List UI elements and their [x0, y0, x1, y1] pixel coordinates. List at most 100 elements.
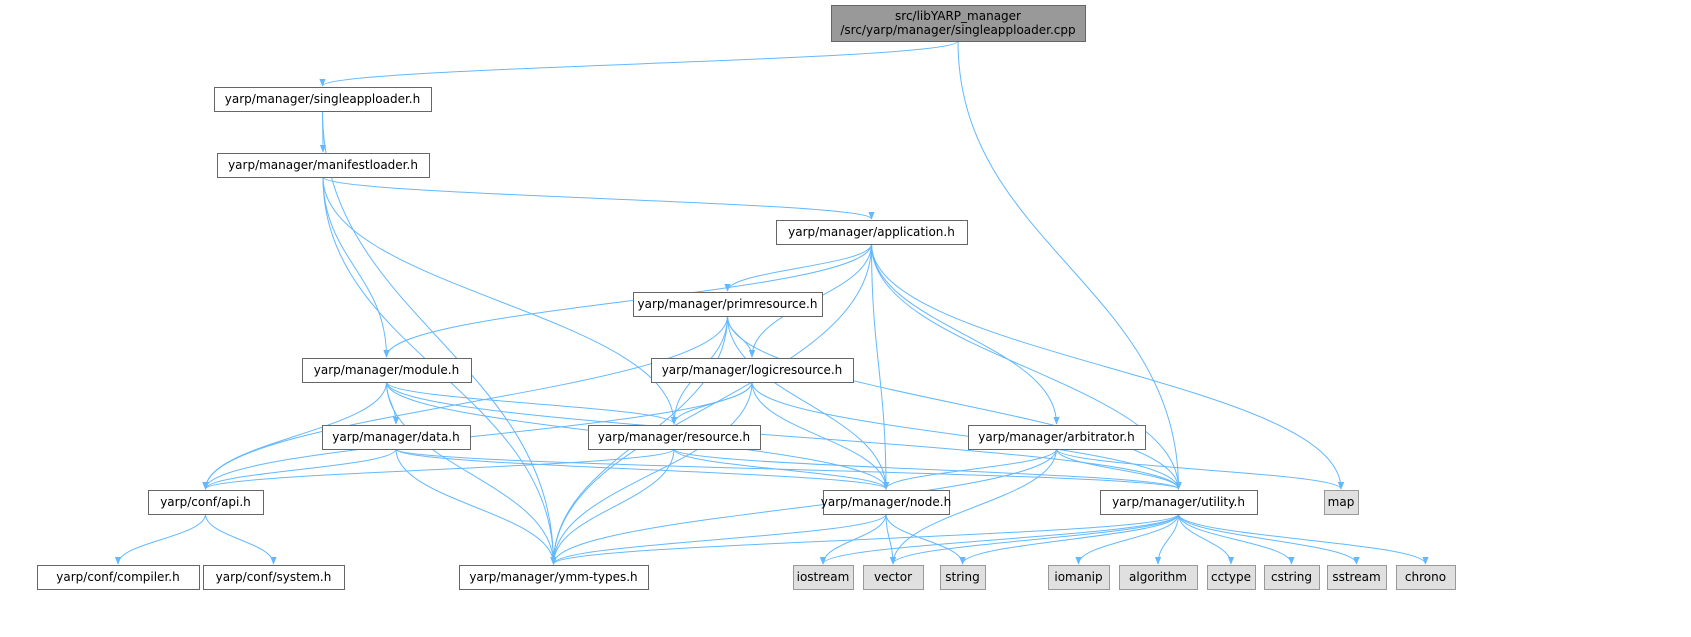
edge-resource-to-api — [202, 448, 675, 490]
edge-arbitrator-to-ymmtypes — [550, 448, 1057, 565]
node-cstring[interactable]: cstring — [1264, 565, 1320, 590]
node-label: yarp/manager/module.h — [314, 363, 459, 377]
edge-logicresource-to-node — [751, 381, 890, 490]
node-label: map — [1328, 495, 1355, 509]
node-compiler[interactable]: yarp/conf/compiler.h — [37, 565, 200, 590]
node-root[interactable]: src/libYARP_manager/src/yarp/manager/sin… — [831, 5, 1086, 42]
node-label: yarp/manager/primresource.h — [638, 297, 818, 311]
node-label: yarp/conf/system.h — [216, 570, 332, 584]
node-map[interactable]: map — [1324, 490, 1359, 515]
node-box — [1048, 565, 1110, 590]
edge-module-to-api — [202, 381, 387, 490]
node-box — [203, 565, 345, 590]
node-singleapploader[interactable]: yarp/manager/singleapploader.h — [214, 87, 432, 112]
node-label: yarp/manager/resource.h — [598, 430, 750, 444]
node-label: yarp/manager/node.h — [821, 495, 951, 509]
node-vector[interactable]: vector — [863, 565, 924, 590]
node-label: chrono — [1405, 570, 1446, 584]
node-label: src/libYARP_manager — [895, 9, 1021, 23]
node-manifestloader[interactable]: yarp/manager/manifestloader.h — [217, 153, 430, 178]
edge-manifestloader-to-resource — [322, 176, 678, 425]
edge-root-to-singleapploader — [319, 40, 959, 87]
node-iomanip[interactable]: iomanip — [1048, 565, 1110, 590]
node-box — [148, 490, 264, 515]
edge-arbitrator-to-vector — [889, 448, 1057, 565]
node-application[interactable]: yarp/manager/application.h — [776, 220, 968, 245]
node-logicresource[interactable]: yarp/manager/logicresource.h — [651, 358, 854, 383]
node-box — [1119, 565, 1198, 590]
node-box — [831, 5, 1086, 42]
node-box — [1100, 490, 1258, 515]
node-label: yarp/conf/compiler.h — [56, 570, 179, 584]
node-label: algorithm — [1129, 570, 1187, 584]
edge-node-to-string — [885, 513, 966, 565]
edge-logicresource-to-ymmtypes — [550, 381, 753, 565]
edge-application-to-utility — [871, 243, 1182, 490]
node-utility[interactable]: yarp/manager/utility.h — [1100, 490, 1258, 515]
node-module[interactable]: yarp/manager/module.h — [302, 358, 472, 383]
node-primresource[interactable]: yarp/manager/primresource.h — [633, 292, 823, 317]
node-system[interactable]: yarp/conf/system.h — [203, 565, 345, 590]
node-box — [823, 490, 950, 515]
node-label: string — [945, 570, 979, 584]
node-label: yarp/manager/manifestloader.h — [228, 158, 418, 172]
node-string[interactable]: string — [940, 565, 986, 590]
edge-data-to-ymmtypes — [395, 448, 557, 565]
nodes-layer: src/libYARP_manager/src/yarp/manager/sin… — [37, 5, 1456, 590]
node-label: yarp/conf/api.h — [160, 495, 251, 509]
edge-utility-to-cctype — [1178, 513, 1235, 565]
edge-primresource-to-api — [202, 315, 728, 490]
node-label: yarp/manager/arbitrator.h — [978, 430, 1135, 444]
edge-utility-to-cstring — [1178, 513, 1295, 565]
node-resource[interactable]: yarp/manager/resource.h — [588, 425, 761, 450]
edge-resource-to-node — [673, 448, 890, 490]
edge-module-to-ymmtypes — [386, 381, 557, 565]
node-ymmtypes[interactable]: yarp/manager/ymm-types.h — [459, 565, 649, 590]
node-label: yarp/manager/ymm-types.h — [469, 570, 637, 584]
node-node[interactable]: yarp/manager/node.h — [821, 490, 951, 515]
edge-utility-to-algorithm — [1154, 513, 1179, 565]
node-label: yarp/manager/singleapploader.h — [225, 92, 420, 106]
node-box — [322, 425, 471, 450]
node-label: iostream — [797, 570, 850, 584]
edge-logicresource-to-api — [202, 381, 753, 490]
edge-utility-to-string — [959, 513, 1179, 565]
node-algorithm[interactable]: algorithm — [1119, 565, 1198, 590]
node-label: yarp/manager/utility.h — [1112, 495, 1245, 509]
edge-arbitrator-to-map — [1056, 448, 1345, 490]
node-sstream[interactable]: sstream — [1327, 565, 1387, 590]
node-box — [940, 565, 986, 590]
edge-application-to-module — [383, 243, 872, 358]
edge-manifestloader-to-module — [322, 176, 390, 358]
node-box — [217, 153, 430, 178]
node-box — [302, 358, 472, 383]
edge-application-to-primresource — [724, 243, 872, 292]
edge-singleapploader-to-ymmtypes — [322, 110, 557, 565]
node-box — [793, 565, 854, 590]
edge-arbitrator-to-node — [882, 448, 1057, 490]
node-box — [588, 425, 761, 450]
node-data[interactable]: yarp/manager/data.h — [322, 425, 471, 450]
node-cctype[interactable]: cctype — [1207, 565, 1256, 590]
node-arbitrator[interactable]: yarp/manager/arbitrator.h — [968, 425, 1146, 450]
node-iostream[interactable]: iostream — [793, 565, 854, 590]
edge-resource-to-utility — [673, 448, 1182, 490]
edge-utility-to-sstream — [1178, 513, 1360, 565]
node-box — [863, 565, 924, 590]
node-api[interactable]: yarp/conf/api.h — [148, 490, 264, 515]
node-chrono[interactable]: chrono — [1396, 565, 1456, 590]
node-box — [1396, 565, 1456, 590]
node-box — [968, 425, 1146, 450]
node-label: /src/yarp/manager/singleapploader.cpp — [840, 23, 1075, 37]
node-label: iomanip — [1054, 570, 1102, 584]
node-label: cstring — [1271, 570, 1312, 584]
edge-data-to-api — [202, 448, 397, 490]
edge-primresource-to-utility — [727, 315, 1182, 490]
node-label: yarp/manager/application.h — [788, 225, 955, 239]
node-box — [214, 87, 432, 112]
node-label: sstream — [1332, 570, 1380, 584]
node-box — [1324, 490, 1359, 515]
node-box — [459, 565, 649, 590]
edge-node-to-ymmtypes — [550, 513, 887, 565]
edge-application-to-map — [871, 243, 1345, 490]
